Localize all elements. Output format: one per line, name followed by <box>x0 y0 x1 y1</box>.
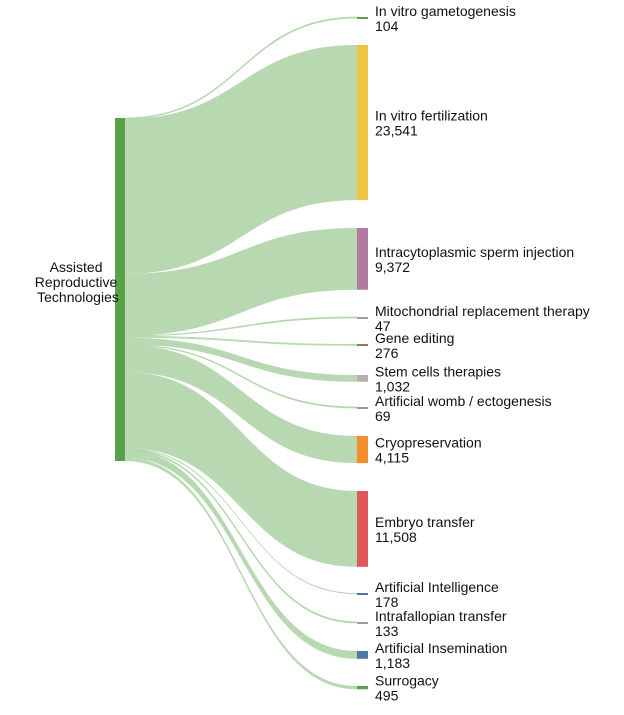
target-value-label: 276 <box>375 345 399 361</box>
sankey-link-12 <box>125 449 357 659</box>
target-value-label: 11,508 <box>375 529 417 545</box>
target-name-label: Stem cells therapies <box>375 363 501 379</box>
target-node-12 <box>357 651 368 659</box>
target-value-label: 9,372 <box>375 259 410 275</box>
target-node-3 <box>357 228 368 290</box>
target-name-label: Surrogacy <box>375 673 439 689</box>
target-value-label: 69 <box>375 408 391 424</box>
target-name-label: Embryo transfer <box>375 514 475 530</box>
target-name-label: Intracytoplasmic sperm injection <box>375 244 574 260</box>
target-name-label: Mitochondrial replacement therapy <box>375 303 590 319</box>
target-node-10 <box>357 593 368 595</box>
sankey-link-5 <box>125 335 357 346</box>
source-label: Assisted Reproductive Technologies <box>35 259 121 305</box>
sankey-links <box>124 16 358 690</box>
target-node-1 <box>357 17 368 19</box>
target-name-label: Artificial Intelligence <box>375 579 499 595</box>
sankey-link-10 <box>125 447 357 595</box>
target-node-2 <box>357 45 368 201</box>
target-value-label: 1,183 <box>375 655 410 671</box>
source-label-line-2: Reproductive <box>35 274 118 290</box>
target-name-label: In vitro gametogenesis <box>375 3 516 19</box>
target-node-5 <box>357 344 368 346</box>
target-name-label: In vitro fertilization <box>375 108 488 124</box>
target-name-label: Artificial Insemination <box>375 640 507 656</box>
target-node-6 <box>357 375 368 382</box>
sankey-link-2 <box>125 45 357 274</box>
target-value-label: 4,115 <box>375 450 409 466</box>
target-node-9 <box>357 491 368 567</box>
target-node-4 <box>357 317 368 319</box>
target-value-label: 178 <box>375 594 399 610</box>
target-node-8 <box>357 436 368 464</box>
target-value-label: 1,032 <box>375 378 410 394</box>
target-value-label: 495 <box>375 688 399 704</box>
target-node-13 <box>357 686 368 690</box>
target-value-label: 23,541 <box>375 123 418 139</box>
target-node-11 <box>357 622 368 624</box>
target-value-label: 104 <box>375 18 399 34</box>
sankey-link-3 <box>125 228 357 336</box>
sankey-link-6 <box>125 337 357 382</box>
sankey-link-9 <box>125 372 357 567</box>
target-value-label: 133 <box>375 623 399 639</box>
target-value-label: 47 <box>375 318 391 334</box>
source-node <box>115 118 125 461</box>
source-label-line-1: Assisted <box>50 259 103 275</box>
target-name-label: Gene editing <box>375 330 454 346</box>
source-label-line-3: Technologies <box>37 289 119 305</box>
target-name-label: Cryopreservation <box>375 435 482 451</box>
target-name-label: Intrafallopian transfer <box>375 608 507 624</box>
sankey-link-13 <box>125 457 357 690</box>
target-name-label: Artificial womb / ectogenesis <box>375 393 552 409</box>
sankey-link-8 <box>125 344 357 464</box>
target-node-7 <box>357 407 368 409</box>
